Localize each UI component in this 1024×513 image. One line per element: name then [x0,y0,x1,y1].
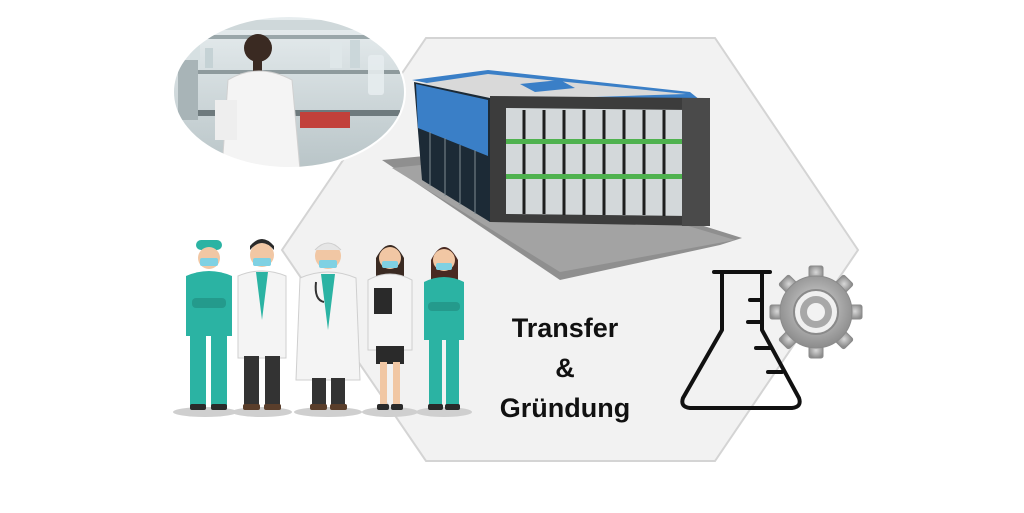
nurse-figure [424,247,464,410]
medical-staff-group [173,239,472,417]
caption-text: Transfer & Gründung [470,308,660,428]
flask-icon [680,270,802,410]
senior-doctor-figure [295,242,361,410]
caption-line-gruendung: Gründung [499,393,631,423]
caption-line-transfer: Transfer [511,313,619,343]
lab-photo [173,16,405,168]
surgeon-figure [186,240,232,410]
doctor-figure [237,239,287,410]
building-illustration [382,70,742,280]
gear-icon [769,265,863,359]
female-doctor-figure [367,245,413,410]
caption-line-ampersand: & [555,353,575,383]
